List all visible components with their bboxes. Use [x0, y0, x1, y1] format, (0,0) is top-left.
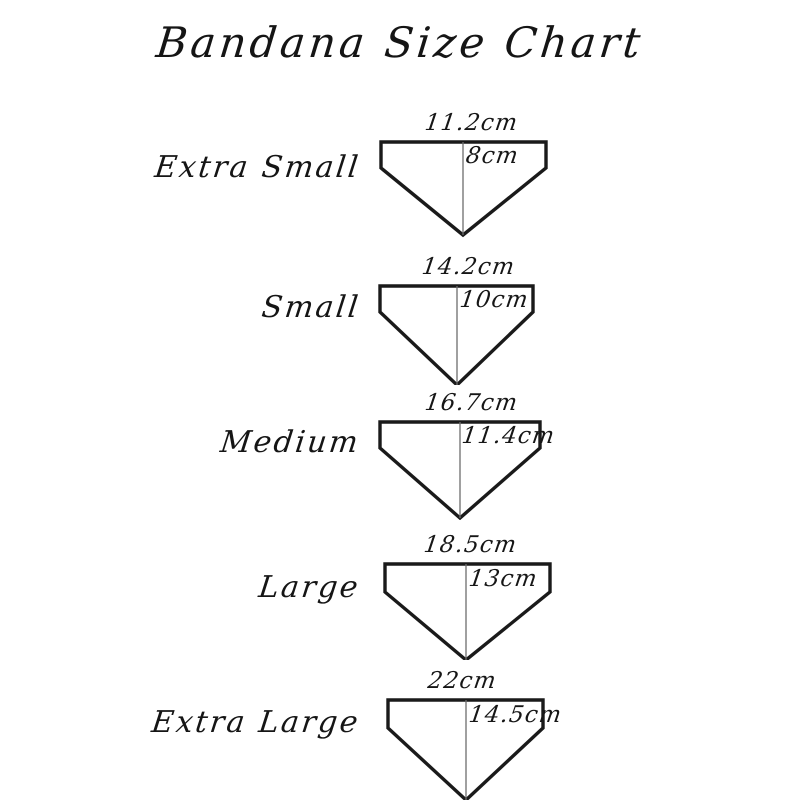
size-row-medium: Medium 16.7cm 11.4cm	[0, 380, 800, 520]
page-title: Bandana Size Chart	[153, 18, 647, 67]
height-label-extra-small: 8cm	[464, 143, 521, 169]
size-label-extra-large: Extra Large	[149, 705, 363, 740]
size-label-extra-small: Extra Small	[152, 150, 363, 185]
bandana-diagram-large: 18.5cm 13cm	[370, 520, 580, 660]
width-label-extra-small: 11.2cm	[423, 110, 520, 136]
size-row-small: Small 14.2cm 10cm	[0, 245, 800, 385]
bandana-diagram-extra-small: 11.2cm 8cm	[370, 105, 580, 245]
bandana-shape-medium	[378, 420, 542, 520]
size-row-large: Large 18.5cm 13cm	[0, 520, 800, 660]
bandana-shape-extra-small	[379, 140, 548, 238]
width-label-medium: 16.7cm	[423, 390, 520, 416]
bandana-diagram-extra-large: 22cm 14.5cm	[370, 655, 580, 800]
bandana-shape-extra-large	[386, 698, 545, 800]
bandana-outline	[383, 562, 552, 660]
bandana-shape-large	[383, 562, 552, 660]
size-row-extra-large: Extra Large 22cm 14.5cm	[0, 655, 800, 800]
height-label-medium: 11.4cm	[460, 423, 557, 449]
width-label-extra-large: 22cm	[426, 668, 499, 694]
bandana-diagram-medium: 16.7cm 11.4cm	[370, 380, 580, 520]
bandana-shape-small	[378, 284, 535, 385]
height-label-small: 10cm	[458, 287, 531, 313]
height-label-large: 13cm	[467, 566, 540, 592]
size-label-large: Large	[256, 570, 363, 605]
width-label-small: 14.2cm	[420, 254, 517, 280]
bandana-diagram-small: 14.2cm 10cm	[370, 245, 580, 385]
size-label-medium: Medium	[218, 425, 363, 460]
size-row-extra-small: Extra Small 11.2cm 8cm	[0, 105, 800, 245]
width-label-large: 18.5cm	[422, 532, 519, 558]
height-label-extra-large: 14.5cm	[467, 702, 564, 728]
size-label-small: Small	[259, 290, 363, 325]
